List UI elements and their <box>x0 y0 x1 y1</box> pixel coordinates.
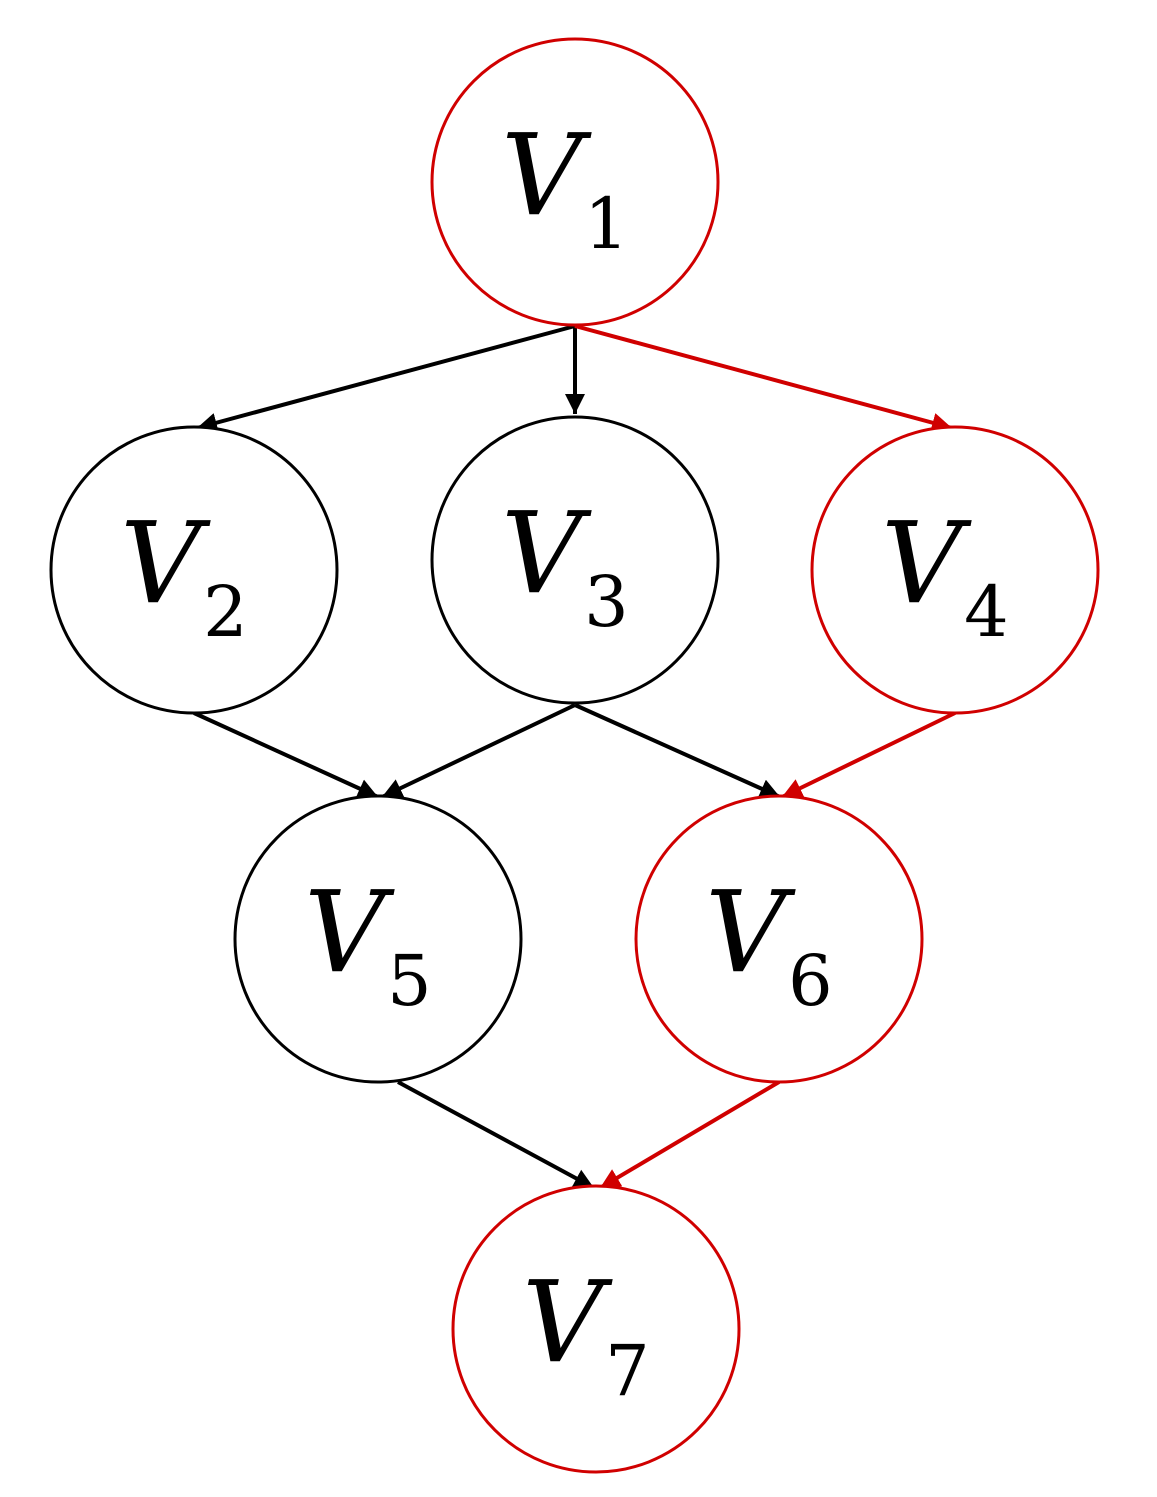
node-label: V5 <box>304 868 431 1022</box>
node-v4: V4 <box>810 425 1100 715</box>
node-v6: V6 <box>634 794 924 1084</box>
edges-layer <box>193 324 956 1190</box>
node-label: V7 <box>522 1258 649 1412</box>
edge-v3-v5 <box>381 703 576 799</box>
node-v5: V5 <box>233 794 523 1084</box>
edge-v6-v7 <box>598 1080 781 1190</box>
edge-v2-v5 <box>193 711 379 799</box>
node-v3: V3 <box>430 415 720 705</box>
node-label: V4 <box>881 499 1008 653</box>
node-label: V3 <box>501 489 628 643</box>
node-label: V6 <box>705 868 832 1022</box>
node-v7: V7 <box>451 1184 741 1474</box>
node-circle <box>430 415 720 705</box>
edge-v4-v6 <box>781 711 956 799</box>
node-circle <box>451 1184 741 1474</box>
node-label: V2 <box>120 499 247 653</box>
node-circle <box>810 425 1100 715</box>
node-circle <box>49 425 339 715</box>
edge-v5-v7 <box>397 1080 595 1190</box>
node-v2: V2 <box>49 425 339 715</box>
node-circle <box>634 794 924 1084</box>
node-circle <box>233 794 523 1084</box>
node-circle <box>430 37 720 327</box>
node-v1: V1 <box>430 37 720 327</box>
edge-v3-v6 <box>574 703 781 799</box>
node-label: V1 <box>501 111 628 265</box>
edge-v1-v4 <box>574 324 953 433</box>
edge-v1-v2 <box>196 324 576 433</box>
